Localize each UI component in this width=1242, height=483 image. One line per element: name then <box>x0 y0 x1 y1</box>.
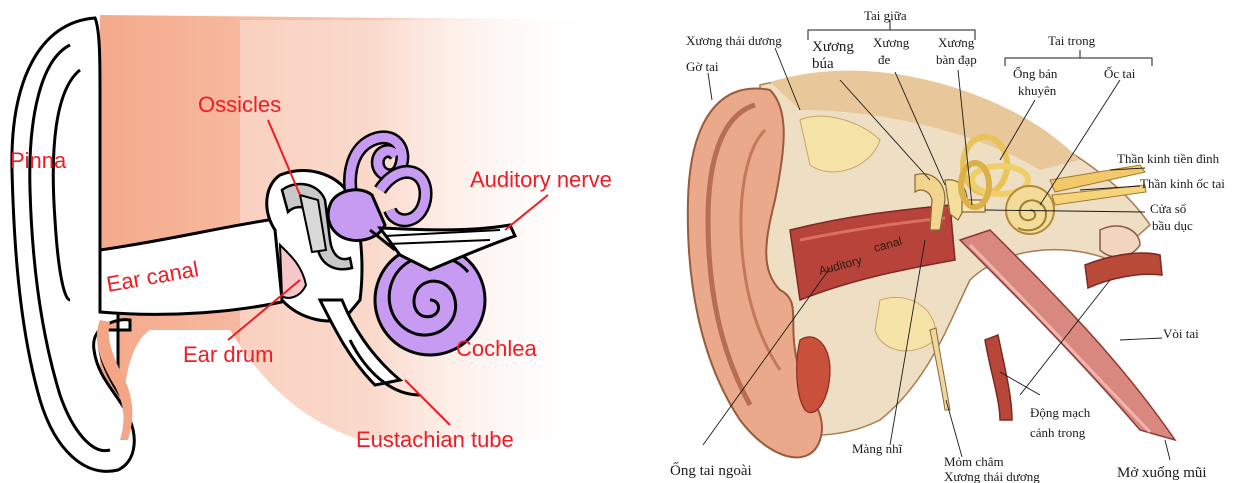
bracket-tai-trong <box>1005 58 1152 66</box>
label-mo-xuong-mui: Mở xuống mũi <box>1117 465 1207 481</box>
label-dong-mach-1: Động mạch <box>1030 405 1091 420</box>
label-ong-ban-khuyen-1: Ống bán <box>1013 66 1058 81</box>
label-ear-drum: Ear drum <box>183 342 273 367</box>
label-pinna: Pinna <box>10 148 67 173</box>
label-auditory-nerve: Auditory nerve <box>470 167 612 192</box>
pharynx-tube <box>1085 253 1162 288</box>
label-xuong-bua-1: Xương <box>812 39 854 55</box>
left-ear-diagram: Pinna Ossicles Auditory nerve Ear canal … <box>10 15 612 471</box>
label-ong-ban-khuyen-2: khuyên <box>1018 83 1057 98</box>
label-than-kinh-oc-tai: Thần kinh ốc tai <box>1140 176 1225 191</box>
label-go-tai: Gờ tai <box>686 59 719 74</box>
label-xuong-de-1: Xương <box>873 35 910 50</box>
label-mom-cham-2: Xương thái dương <box>944 469 1040 483</box>
label-ossicles: Ossicles <box>198 92 281 117</box>
label-cua-so-2: bầu dục <box>1152 218 1193 233</box>
label-cua-so-1: Cửa sổ <box>1150 201 1186 216</box>
label-tai-trong: Tai trong <box>1048 33 1096 48</box>
internal-carotid-artery <box>985 335 1012 420</box>
label-ong-tai-ngoai: Ống tai ngoài <box>670 461 752 479</box>
label-tai-giua: Tai giữa <box>864 8 907 23</box>
label-voi-tai: Vòi tai <box>1163 326 1199 341</box>
label-xuong-ban-dap-1: Xương <box>938 35 975 50</box>
label-oc-tai: Ốc tai <box>1104 66 1136 81</box>
label-xuong-de-2: đe <box>878 52 891 67</box>
label-cochlea: Cochlea <box>456 336 537 361</box>
label-mom-cham-1: Mỏm châm <box>944 454 1004 469</box>
label-mang-nhi: Màng nhĩ <box>852 441 903 456</box>
label-xuong-ban-dap-2: bàn đạp <box>936 52 977 67</box>
label-eustachian-tube: Eustachian tube <box>356 427 514 452</box>
label-dong-mach-2: cảnh trong <box>1030 425 1086 440</box>
label-xuong-thai-duong: Xương thái dương <box>686 33 782 48</box>
label-xuong-bua-2: búa <box>812 56 834 72</box>
label-than-kinh-tien-dinh: Thần kinh tiền đình <box>1117 151 1220 166</box>
right-ear-diagram: Auditory canal Tai giữa Xương thái dương… <box>670 8 1225 483</box>
